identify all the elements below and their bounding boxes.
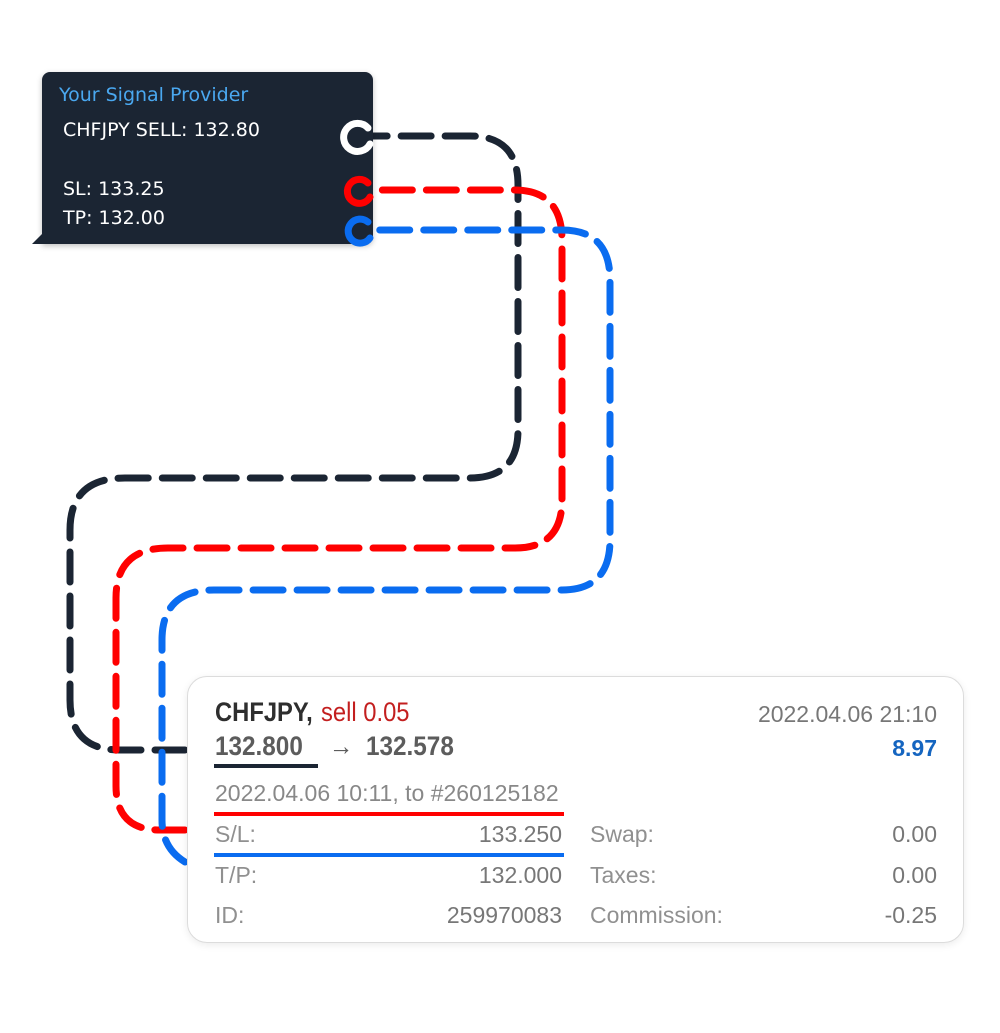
id-label: ID: xyxy=(215,902,245,928)
tp-label: T/P: xyxy=(215,862,258,888)
tp-value: 132.000 xyxy=(478,862,562,888)
commission-value: -0.25 xyxy=(884,902,937,928)
signal-provider-bubble: Your Signal Provider CHFJPY SELL: 132.80… xyxy=(32,72,373,244)
id-value: 259970083 xyxy=(446,902,562,928)
open-price-underline xyxy=(214,764,318,768)
trade-symbol: CHFJPY, xyxy=(215,697,313,727)
trade-close-price: 132.578 xyxy=(366,731,454,761)
signal-provider-title: Your Signal Provider xyxy=(59,84,249,106)
sl-underline xyxy=(214,812,564,816)
trade-open-info: 2022.04.06 10:11, to #260125182 xyxy=(215,780,559,806)
bubble-tail xyxy=(32,232,44,244)
swap-label: Swap: xyxy=(590,821,654,847)
commission-label: Commission: xyxy=(590,902,723,928)
tp-underline xyxy=(214,853,564,857)
trade-profit: 8.97 xyxy=(892,735,937,761)
arrow-right-icon: → xyxy=(329,731,354,761)
trade-open-price: 132.800 xyxy=(215,731,303,761)
signal-stop-loss: SL: 133.25 xyxy=(63,178,165,200)
swap-value: 0.00 xyxy=(892,821,937,847)
trade-history-card[interactable]: CHFJPY, sell 0.05 2022.04.06 21:10 132.8… xyxy=(187,676,964,943)
trade-close-time: 2022.04.06 21:10 xyxy=(757,701,937,727)
sl-label: S/L: xyxy=(215,821,256,847)
taxes-value: 0.00 xyxy=(892,862,937,888)
signal-take-profit: TP: 132.00 xyxy=(63,207,165,229)
taxes-label: Taxes: xyxy=(590,862,657,888)
signal-entry: CHFJPY SELL: 132.80 xyxy=(63,119,260,141)
sl-value: 133.250 xyxy=(478,821,562,847)
trade-side-volume: sell 0.05 xyxy=(321,697,410,727)
